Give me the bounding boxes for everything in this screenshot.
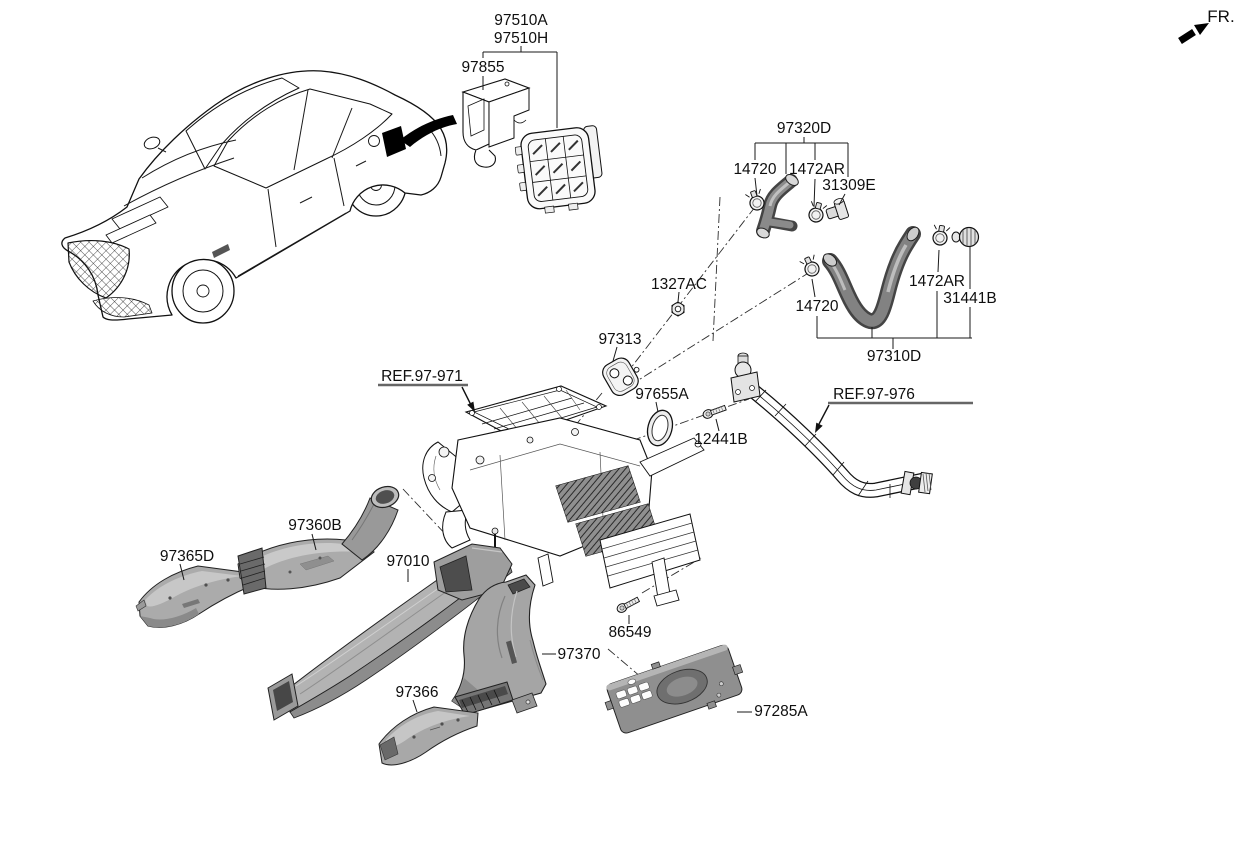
fr-direction-label: FR. <box>1207 7 1234 26</box>
callout-12441B[interactable]: 12441B <box>694 431 747 448</box>
vehicle-locator-illustration <box>61 70 457 324</box>
outlet-hose-illustration <box>822 226 921 330</box>
lower-intake <box>92 297 153 318</box>
shield-97285A-illustration <box>604 644 744 734</box>
callout-97366[interactable]: 97366 <box>395 684 438 701</box>
pipe-end-fittings <box>900 470 933 496</box>
rocker-line <box>237 212 347 277</box>
shield-vent-holes <box>615 681 653 708</box>
callout-97320D[interactable]: 97320D <box>777 120 831 137</box>
callout-86549[interactable]: 86549 <box>608 624 651 641</box>
duct-97366-illustration <box>378 706 479 766</box>
pipe-flange-assembly <box>730 352 761 403</box>
fender-vent <box>212 244 230 258</box>
location-marker <box>382 126 406 157</box>
rear-duct-grille-illustration <box>514 125 603 214</box>
hvac-unit-illustration <box>422 385 705 607</box>
callout-97655A[interactable]: 97655A <box>635 386 689 403</box>
clamp-1472AR-upper-illustration <box>805 200 828 225</box>
callout-97370[interactable]: 97370 <box>557 646 600 663</box>
callout-ref-97-971[interactable]: REF.97-971 <box>381 368 463 385</box>
location-arrow-swoosh <box>400 115 457 147</box>
callout-97313[interactable]: 97313 <box>598 331 641 348</box>
duct-97365D-illustration <box>135 565 252 628</box>
callout-1472AR-lower[interactable]: 1472AR <box>909 273 965 290</box>
callout-14720-lower[interactable]: 14720 <box>795 298 838 315</box>
fr-direction-icon <box>1178 23 1209 44</box>
ref-976-arrowhead <box>815 422 823 433</box>
front-wheel <box>171 258 235 324</box>
callout-97365D[interactable]: 97365D <box>160 548 214 565</box>
side-glass <box>213 88 393 189</box>
callout-31309E[interactable]: 31309E <box>822 177 875 194</box>
duct-97370-illustration <box>451 574 547 716</box>
callout-1327AC[interactable]: 1327AC <box>651 276 707 293</box>
heater-core-fins <box>555 465 659 557</box>
callout-97855[interactable]: 97855 <box>461 59 504 76</box>
reference-arrows <box>378 383 973 433</box>
clamp-14720-lower-illustration <box>798 253 823 280</box>
c-pillar <box>331 107 353 159</box>
seal-97655A-illustration <box>646 409 674 447</box>
callout-97360B[interactable]: 97360B <box>288 517 341 534</box>
nut-1327AC-illustration <box>671 301 685 317</box>
cap-31441B-illustration <box>951 226 980 248</box>
callout-97510A[interactable]: 97510A <box>494 12 548 29</box>
callout-leader-lines <box>179 46 972 713</box>
cover-bracket-97855-illustration <box>461 78 531 168</box>
duct-97360B-illustration <box>237 485 400 595</box>
clamp-1472AR-lower-illustration <box>930 223 951 247</box>
bolt-12441B-illustration <box>701 403 728 421</box>
callout-ref-97-976[interactable]: REF.97-976 <box>833 386 915 403</box>
louver-flaps <box>532 139 584 197</box>
front-grille <box>67 239 130 299</box>
door-seams <box>267 157 367 248</box>
b-pillar <box>293 89 309 171</box>
heater-pipes-illustration <box>730 352 933 498</box>
callout-97510H[interactable]: 97510H <box>494 30 548 47</box>
windshield <box>185 77 300 170</box>
duct-97010-illustration <box>267 543 513 721</box>
headlamp-lower <box>105 214 157 244</box>
callout-1472AR-upper[interactable]: 1472AR <box>789 161 845 178</box>
callout-97010[interactable]: 97010 <box>386 553 429 570</box>
callout-97310D[interactable]: 97310D <box>867 348 921 365</box>
ref-971-arrowhead <box>467 401 475 412</box>
headlamp-upper <box>111 196 169 230</box>
grommet-97313-illustration <box>602 357 640 397</box>
inlet-hose-illustration <box>756 174 799 239</box>
callout-14720-upper[interactable]: 14720 <box>733 161 776 178</box>
callout-31441B[interactable]: 31441B <box>943 290 996 307</box>
nipple-31309E-illustration <box>825 198 850 220</box>
fuel-door <box>368 135 380 147</box>
callout-97285A[interactable]: 97285A <box>754 703 808 720</box>
side-mirror <box>143 136 167 153</box>
bolt-86549-illustration <box>615 595 641 615</box>
hood-creases <box>123 139 237 207</box>
